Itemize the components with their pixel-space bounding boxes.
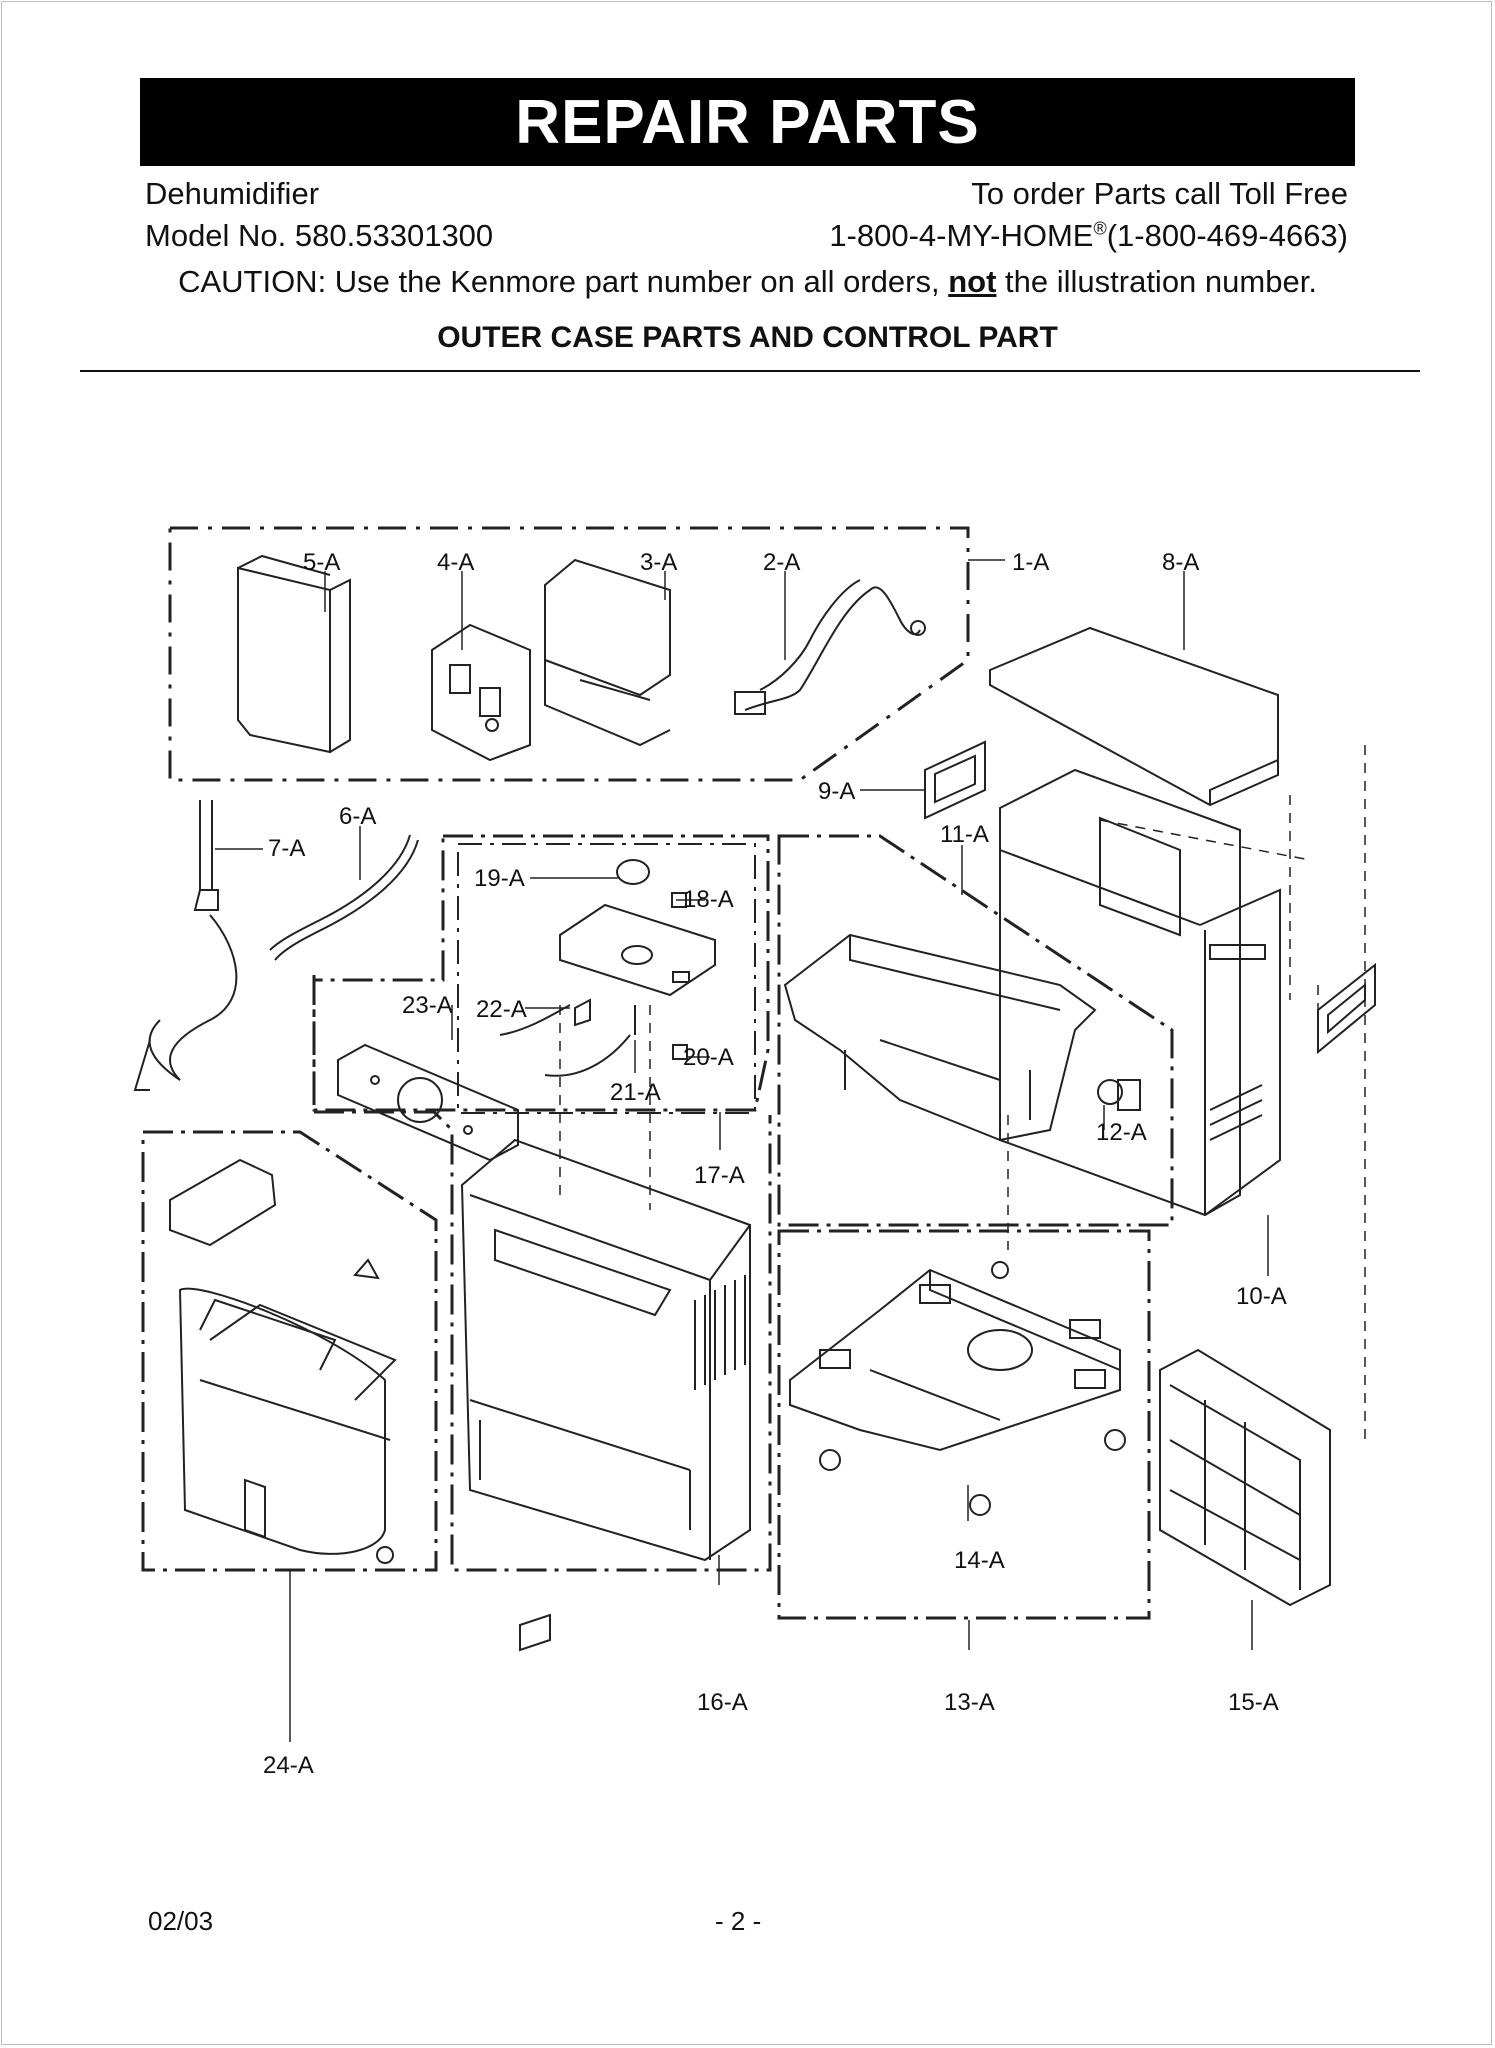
footer-date: 02/03	[148, 1906, 214, 1936]
model-number: Model No. 580.53301300	[145, 218, 494, 253]
group-box-16	[314, 1110, 772, 1572]
callout-20a: 20-A	[683, 1044, 734, 1071]
part-8-top-cover	[989, 626, 1279, 807]
header-rule	[80, 370, 1420, 372]
caution-before: CAUTION: Use the Kenmore part number on …	[178, 264, 949, 299]
caution-note: CAUTION: Use the Kenmore part number on …	[0, 264, 1495, 300]
phone-number: 1-800-4-MY-HOME®(1-800-469-4663)	[829, 218, 1348, 254]
callout-5a: 5-A	[303, 549, 340, 576]
part-24-water-bucket	[169, 1158, 397, 1564]
part-2-power-cord	[734, 579, 926, 715]
page-title: REPAIR PARTS	[140, 78, 1355, 166]
product-name: Dehumidifier	[145, 176, 320, 211]
part-20-connector	[672, 1044, 688, 1060]
callout-labels: 1-A 2-A 3-A 4-A 5-A 6-A 7-A 8-A 9-A 10-A…	[263, 549, 1287, 1779]
callout-2a: 2-A	[763, 549, 800, 576]
part-16-main-body	[460, 1138, 751, 1652]
callout-1a: 1-A	[1012, 549, 1049, 576]
part-22-sensor	[499, 998, 591, 1036]
callout-3a: 3-A	[640, 549, 677, 576]
callout-17a: 17-A	[694, 1162, 745, 1189]
registered-mark: ®	[1093, 218, 1107, 239]
callout-9a: 9-A	[818, 778, 855, 805]
part-control-plate	[559, 903, 716, 997]
part-21-wire	[544, 1005, 636, 1077]
part-12-switch	[1097, 1079, 1141, 1111]
part-15-air-filter	[1159, 1348, 1331, 1607]
callout-8a: 8-A	[1162, 549, 1199, 576]
part-4-pcb	[431, 623, 531, 762]
part-3-bracket	[544, 558, 671, 747]
alignment-lines	[559, 745, 1366, 1440]
callout-4a: 4-A	[437, 549, 474, 576]
callout-6a: 6-A	[339, 803, 376, 830]
group-box-1	[168, 526, 970, 782]
part-7-float-switch	[133, 800, 238, 1091]
part-9-handle	[924, 740, 986, 820]
callout-12a: 12-A	[1096, 1119, 1147, 1146]
caution-after: the illustration number.	[996, 264, 1317, 299]
group-box-11	[777, 834, 1174, 1227]
callout-24a: 24-A	[263, 1752, 314, 1779]
part-23-control-panel	[337, 1043, 519, 1162]
order-text: To order Parts call Toll Free	[971, 176, 1348, 211]
phone-prefix: 1-800-4-MY-HOME	[829, 218, 1094, 253]
caution-emphasis: not	[948, 264, 997, 299]
group-box-24	[141, 1130, 438, 1572]
leader-lines	[215, 559, 1269, 1742]
phone-suffix: (1-800-469-4663)	[1106, 218, 1348, 253]
callout-16a: 16-A	[697, 1689, 748, 1716]
callout-13a: 13-A	[944, 1689, 995, 1716]
group-box-17	[312, 834, 770, 1114]
part-13-base-pan	[789, 1261, 1126, 1516]
part-5-cover	[237, 554, 351, 754]
part-6-wire-harness	[269, 834, 419, 961]
part-10-rear-panel	[999, 768, 1281, 1217]
callout-18a: 18-A	[683, 886, 734, 913]
part-19-knob	[616, 859, 650, 885]
part-side-handle	[1317, 962, 1376, 1055]
callout-15a: 15-A	[1228, 1689, 1279, 1716]
footer-page-number: - 2 -	[715, 1906, 762, 1936]
callout-22a: 22-A	[476, 996, 527, 1023]
callout-7a: 7-A	[268, 835, 305, 862]
callout-23a: 23-A	[402, 992, 453, 1019]
section-title: OUTER CASE PARTS AND CONTROL PART	[437, 321, 1058, 354]
callout-14a: 14-A	[954, 1547, 1005, 1574]
callout-11a: 11-A	[940, 821, 989, 848]
callout-10a: 10-A	[1236, 1283, 1287, 1310]
callout-19a: 19-A	[474, 865, 525, 892]
part-11-inner-frame	[783, 933, 1097, 1142]
group-box-13	[777, 1229, 1151, 1620]
callout-21a: 21-A	[610, 1079, 661, 1106]
